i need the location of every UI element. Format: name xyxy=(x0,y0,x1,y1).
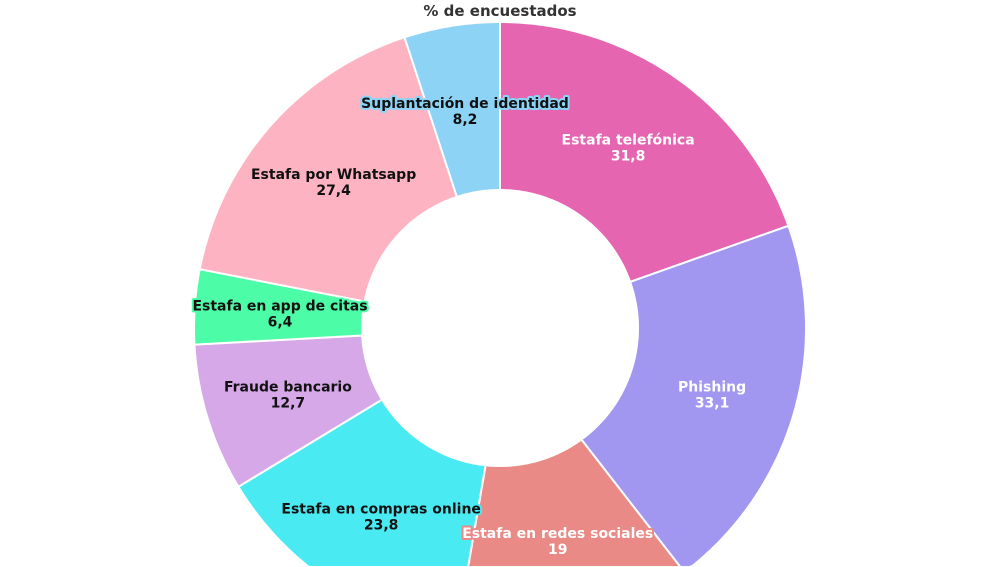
slice-label-value: 6,4 xyxy=(268,315,293,331)
slice-label-value: 19 xyxy=(548,542,567,558)
donut-slice xyxy=(403,21,501,199)
slice-label-value: 23,8 xyxy=(364,518,399,534)
slice-label-name: Estafa en redes sociales xyxy=(462,526,653,542)
slice-label-value: 31,8 xyxy=(611,149,646,165)
slice-label-name: Suplantación de identidad xyxy=(361,96,569,112)
slice-label-name: Phishing xyxy=(678,380,746,396)
slice-label-value: 12,7 xyxy=(271,396,306,412)
slice-label-name: Estafa en app de citas xyxy=(192,299,367,315)
slice-label-value: 8,2 xyxy=(453,112,478,128)
slice-label-name: Estafa en compras online xyxy=(281,502,481,518)
slice-label-name: Estafa telefónica xyxy=(562,133,695,149)
slice-label-name: Estafa por Whatsapp xyxy=(251,167,416,183)
slice-label-name: Fraude bancario xyxy=(224,380,352,396)
slice-label-value: 33,1 xyxy=(695,396,730,412)
slice-label-value: 27,4 xyxy=(316,183,351,199)
chart-title: % de encuestados xyxy=(423,2,577,20)
